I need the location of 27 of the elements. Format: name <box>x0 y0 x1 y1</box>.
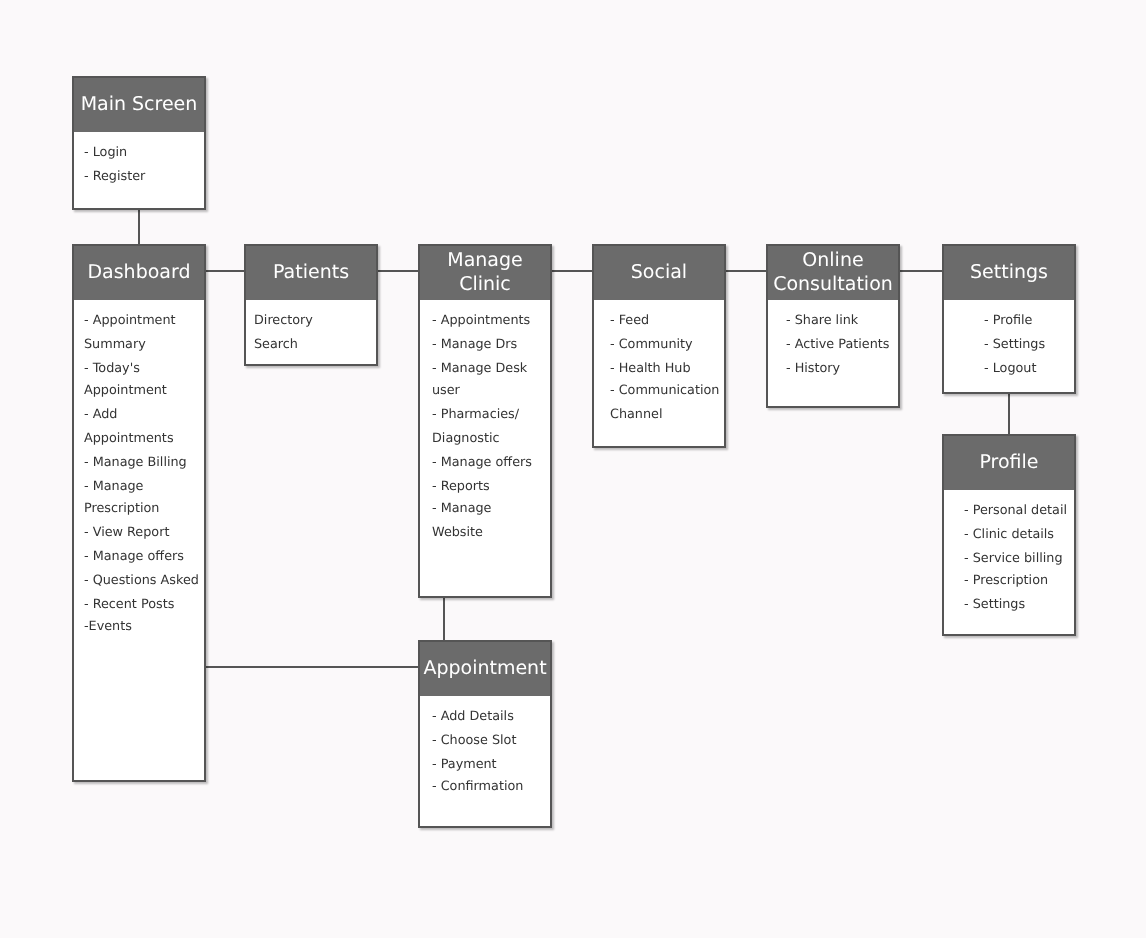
card-header: Main Screen <box>74 78 204 132</box>
connector-line <box>899 270 943 272</box>
screen-card <box>418 640 552 828</box>
card-header: Dashboard <box>74 246 204 300</box>
card-header: Online Consultation <box>768 246 898 300</box>
screen-card <box>766 244 900 408</box>
connector-line <box>377 270 419 272</box>
screen-card <box>72 244 206 782</box>
card-header: Profile <box>944 436 1074 490</box>
card-header: Settings <box>944 246 1074 300</box>
screen-card <box>72 76 206 210</box>
card-header: Appointment <box>420 642 550 696</box>
connector-line <box>138 209 140 245</box>
connector-line <box>551 270 593 272</box>
card-header: Manage Clinic <box>420 246 550 300</box>
connector-line <box>205 270 245 272</box>
connector-line <box>1008 393 1010 435</box>
connector-line <box>443 597 445 641</box>
card-header: Social <box>594 246 724 300</box>
screen-card <box>418 244 552 598</box>
screen-card <box>592 244 726 448</box>
screen-card <box>942 244 1076 394</box>
screen-card <box>942 434 1076 636</box>
screen-card <box>244 244 378 366</box>
card-header: Patients <box>246 246 376 300</box>
connector-line <box>205 666 419 668</box>
connector-line <box>725 270 767 272</box>
